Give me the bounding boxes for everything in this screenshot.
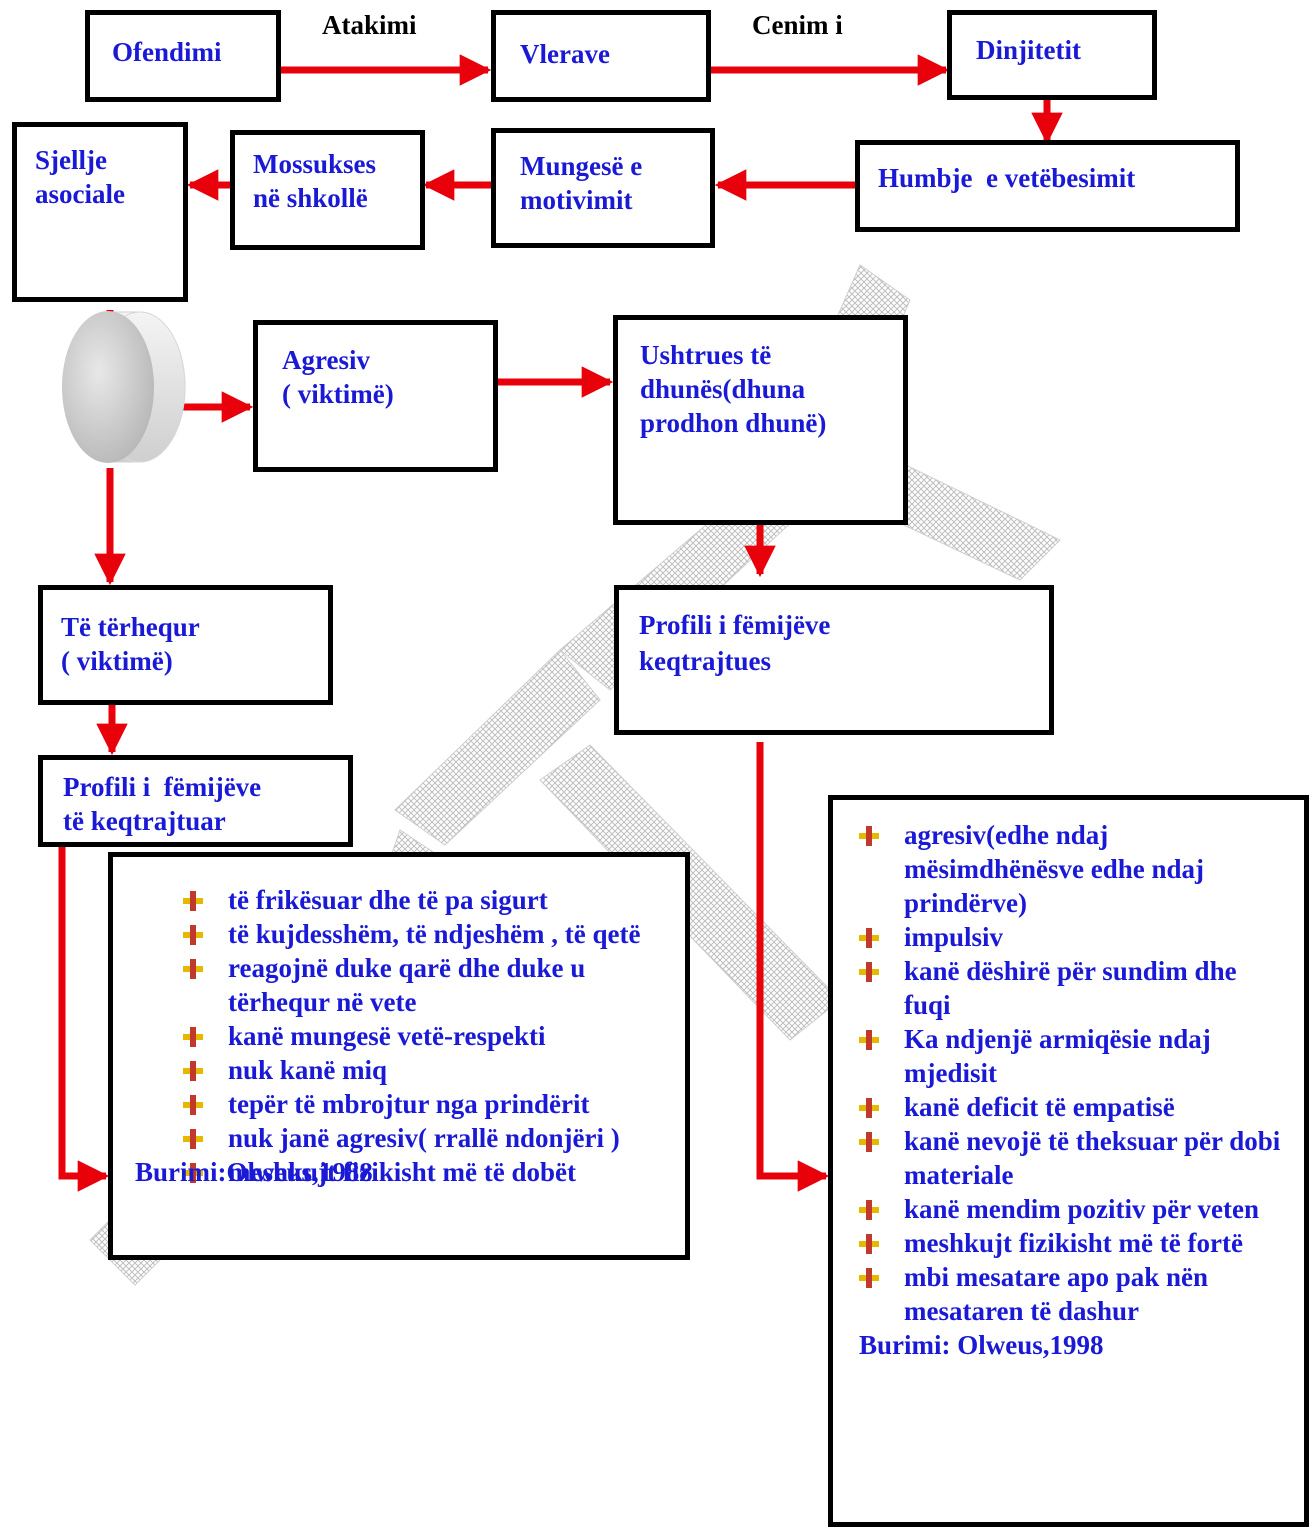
list-item: Ka ndjenjë armiqësie ndaj mjedisit [859, 1022, 1289, 1090]
list-item: kanë nevojë të theksuar për dobi materia… [859, 1124, 1289, 1192]
list-item: nuk kanë miq [183, 1053, 673, 1087]
bullet-icon [859, 826, 879, 846]
arrow-profili-vik-list [58, 842, 110, 1192]
node-mossukses-label-1: Mossukses [253, 149, 377, 179]
bullet-icon [183, 1163, 203, 1183]
list-item: kanë deficit të empatisë [859, 1090, 1289, 1124]
bullet-icon [183, 1027, 203, 1047]
bullet-icon [183, 925, 203, 945]
list-item: meshkujt fizikisht më të dobët [183, 1155, 673, 1189]
list-item: të kujdesshëm, të ndjeshëm , të qetë [183, 917, 673, 951]
node-profili-keqtrajtuar-label-2: të keqtrajtuar [63, 806, 226, 836]
node-ofendimi-label: Ofendimi [112, 37, 222, 67]
node-ushtrues-label-2: dhunës(dhuna [640, 374, 806, 404]
list-item: impulsiv [859, 920, 1289, 954]
node-terhequr-label-1: Të tërhequr [61, 612, 200, 642]
cylinder-shape [62, 311, 186, 463]
list-item: të frikësuar dhe të pa sigurt [183, 883, 673, 917]
node-profili-keqtrajtuar-label-1: Profili i fëmijëve [63, 772, 262, 802]
node-humbje: Humbje e vetëbesimit [855, 140, 1240, 232]
node-sjellje: Sjellje asociale [12, 122, 188, 302]
bullet-icon [183, 1129, 203, 1149]
node-mossukses: Mossukses në shkollë [230, 130, 425, 250]
bullet-icon [859, 928, 879, 948]
bullet-icon [859, 1200, 879, 1220]
bullet-icon [859, 1132, 879, 1152]
list-item: mbi mesatare apo pak nën mesataren të da… [859, 1260, 1289, 1328]
list-item: tepër të mbrojtur nga prindërit [183, 1087, 673, 1121]
bullet-icon [183, 891, 203, 911]
source-citation: Burimi:Olweus,1988 [135, 1157, 373, 1187]
list-box-keqtrajtues: agresiv(edhe ndaj mësimdhënësve edhe nda… [828, 795, 1309, 1527]
bullet-icon [183, 1095, 203, 1115]
node-profili-keqtrajtues-label-1: Profili i fëmijëve [639, 610, 831, 640]
list-box-keqtrajtuar: të frikësuar dhe të pa sigurt të kujdess… [108, 852, 690, 1260]
node-terhequr: Të tërhequr ( viktimë) [38, 585, 333, 705]
list-item: agresiv(edhe ndaj mësimdhënësve edhe nda… [859, 818, 1289, 920]
list-keqtrajtuar: të frikësuar dhe të pa sigurt të kujdess… [183, 883, 673, 1189]
list-item: kanë dëshirë për sundim dhe fuqi [859, 954, 1289, 1022]
node-sjellje-label-1: Sjellje [35, 145, 107, 175]
node-profili-keqtrajtuar: Profili i fëmijëve të keqtrajtuar [38, 755, 353, 847]
edge-label-cenim: Cenim i [752, 10, 843, 40]
edge-label-atakimi: Atakimi [322, 10, 417, 40]
list-item: reagojnë duke qarë dhe duke u tërhequr n… [183, 951, 673, 1019]
node-dinjitetit: Dinjitetit [947, 10, 1157, 100]
arrow-profili-keq-list [756, 742, 830, 1192]
bullet-icon [859, 1234, 879, 1254]
node-mungese-label-2: motivimit [520, 185, 633, 215]
node-ushtrues-label-3: prodhon dhunë) [640, 408, 827, 438]
node-mossukses-label-2: në shkollë [253, 183, 368, 213]
bullet-icon [183, 1061, 203, 1081]
source-citation: Burimi: Olweus,1998 [859, 1330, 1104, 1360]
node-sjellje-label-2: asociale [35, 179, 125, 209]
bullet-icon [859, 1030, 879, 1050]
node-ushtrues-label-1: Ushtrues të [640, 340, 772, 370]
bullet-icon [183, 959, 203, 979]
node-mungese-label-1: Mungesë e [520, 151, 643, 181]
node-profili-keqtrajtues-label-2: keqtrajtues [639, 646, 771, 676]
node-humbje-label: Humbje e vetëbesimit [878, 163, 1136, 193]
bullet-icon [859, 1098, 879, 1118]
node-agresiv-label-2: ( viktimë) [282, 379, 394, 409]
node-vlerave: Vlerave [491, 10, 711, 102]
list-keqtrajtues: agresiv(edhe ndaj mësimdhënësve edhe nda… [859, 818, 1289, 1328]
node-agresiv: Agresiv ( viktimë) [253, 320, 498, 472]
node-terhequr-label-2: ( viktimë) [61, 646, 173, 676]
node-ushtrues: Ushtrues të dhunës(dhuna prodhon dhunë) [613, 315, 908, 525]
list-item: kanë mendim pozitiv për veten [859, 1192, 1289, 1226]
node-agresiv-label-1: Agresiv [282, 345, 370, 375]
node-ofendimi: Ofendimi [85, 10, 281, 102]
node-mungese: Mungesë e motivimit [491, 128, 715, 248]
node-vlerave-label: Vlerave [520, 39, 610, 69]
node-profili-keqtrajtues: Profili i fëmijëve keqtrajtues [614, 585, 1054, 735]
bullet-icon [859, 1268, 879, 1288]
bullet-icon [859, 962, 879, 982]
list-item: nuk janë agresiv( rrallë ndonjëri ) [183, 1121, 673, 1155]
list-item: meshkujt fizikisht më të fortë [859, 1226, 1289, 1260]
node-dinjitetit-label: Dinjitetit [976, 35, 1081, 65]
list-item: kanë mungesë vetë-respekti [183, 1019, 673, 1053]
